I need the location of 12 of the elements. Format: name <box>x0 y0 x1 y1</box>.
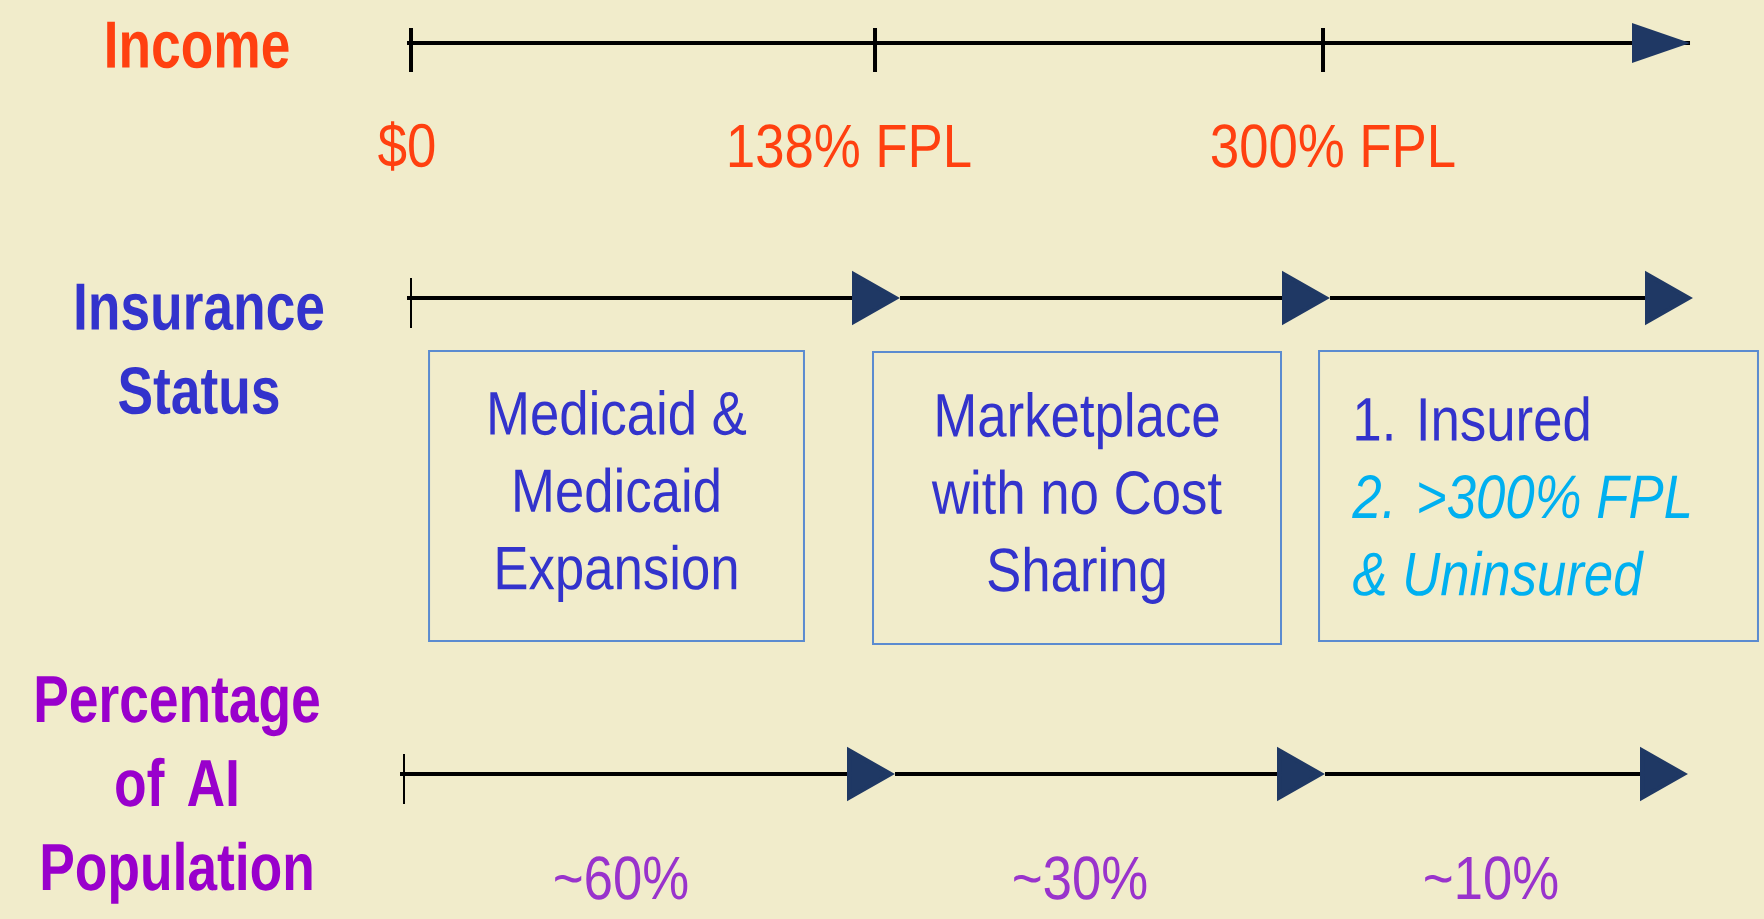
axis-label: ~10% <box>1425 856 1558 900</box>
text-box: 1. Insured 2. >300% FPL & Uninsured <box>1318 350 1759 642</box>
axis-label: 300% FPL <box>1211 124 1455 168</box>
text-box: Marketplace with no Cost Sharing <box>872 351 1282 645</box>
heading: Insurance Status <box>76 283 324 415</box>
axis-label: 138% FPL <box>729 124 971 168</box>
axis-label: ~30% <box>1014 856 1147 900</box>
heading: Income <box>107 21 289 69</box>
text-box: Medicaid & Medicaid Expansion <box>428 350 805 642</box>
heading: Percentage of AI Population <box>36 676 319 904</box>
axis-label: $0 <box>378 121 435 171</box>
axis-label: ~60% <box>555 856 688 900</box>
